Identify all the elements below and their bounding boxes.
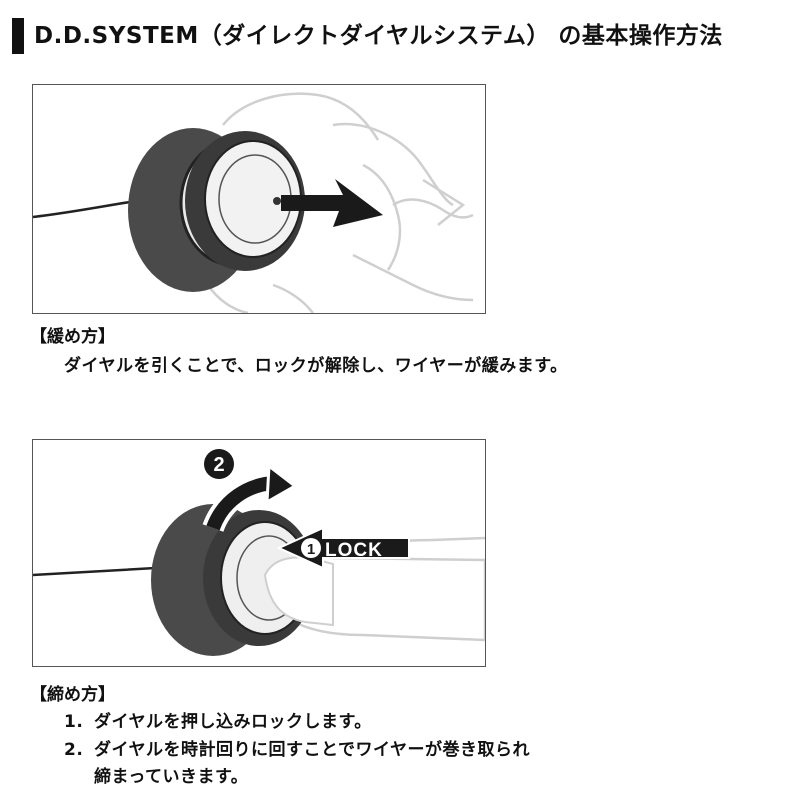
step2-badge xyxy=(204,449,234,479)
title-accent-bar xyxy=(12,18,24,54)
rotate-arrow-icon xyxy=(206,476,274,531)
tighten-illustration: 2 1 LOCK xyxy=(32,439,486,667)
step-number: 2. xyxy=(64,740,84,760)
hand-outline xyxy=(206,92,474,313)
tighten-step-1: 1. ダイヤルを押し込みロックします。 xyxy=(64,707,372,732)
tighten-heading: 【締め方】 xyxy=(30,685,115,705)
dial-center xyxy=(273,197,281,205)
step-text: ダイヤルを押し込みロックします。 xyxy=(94,712,372,732)
step1-label: 1 xyxy=(307,541,315,558)
tighten-step-2: 2. ダイヤルを時計回りに回すことでワイヤーが巻き取られ xyxy=(64,735,530,760)
rotate-arrow-head xyxy=(265,463,298,505)
step-number: 1. xyxy=(64,712,84,732)
push-arrow-icon xyxy=(276,526,410,570)
step1-badge xyxy=(301,538,321,558)
pull-arrow-icon xyxy=(281,179,383,227)
step-text: ダイヤルを時計回りに回すことでワイヤーが巻き取られ xyxy=(94,740,530,760)
loosen-heading: 【緩め方】 xyxy=(30,327,115,347)
fingertip xyxy=(263,556,334,627)
page-title: D.D.SYSTEM（ダイレクトダイヤルシステム） の基本操作方法 xyxy=(34,23,723,49)
loosen-illustration-svg xyxy=(33,92,474,313)
step2-label: 2 xyxy=(213,454,224,476)
loosen-description: ダイヤルを引くことで、ロックが解除し、ワイヤーが緩みます。 xyxy=(64,356,568,376)
tighten-step-2-continued: 締まっていきます。 xyxy=(94,767,249,787)
tighten-illustration-svg: 2 1 LOCK xyxy=(33,449,485,656)
lock-label: LOCK xyxy=(325,540,383,561)
loosen-illustration xyxy=(32,84,486,314)
